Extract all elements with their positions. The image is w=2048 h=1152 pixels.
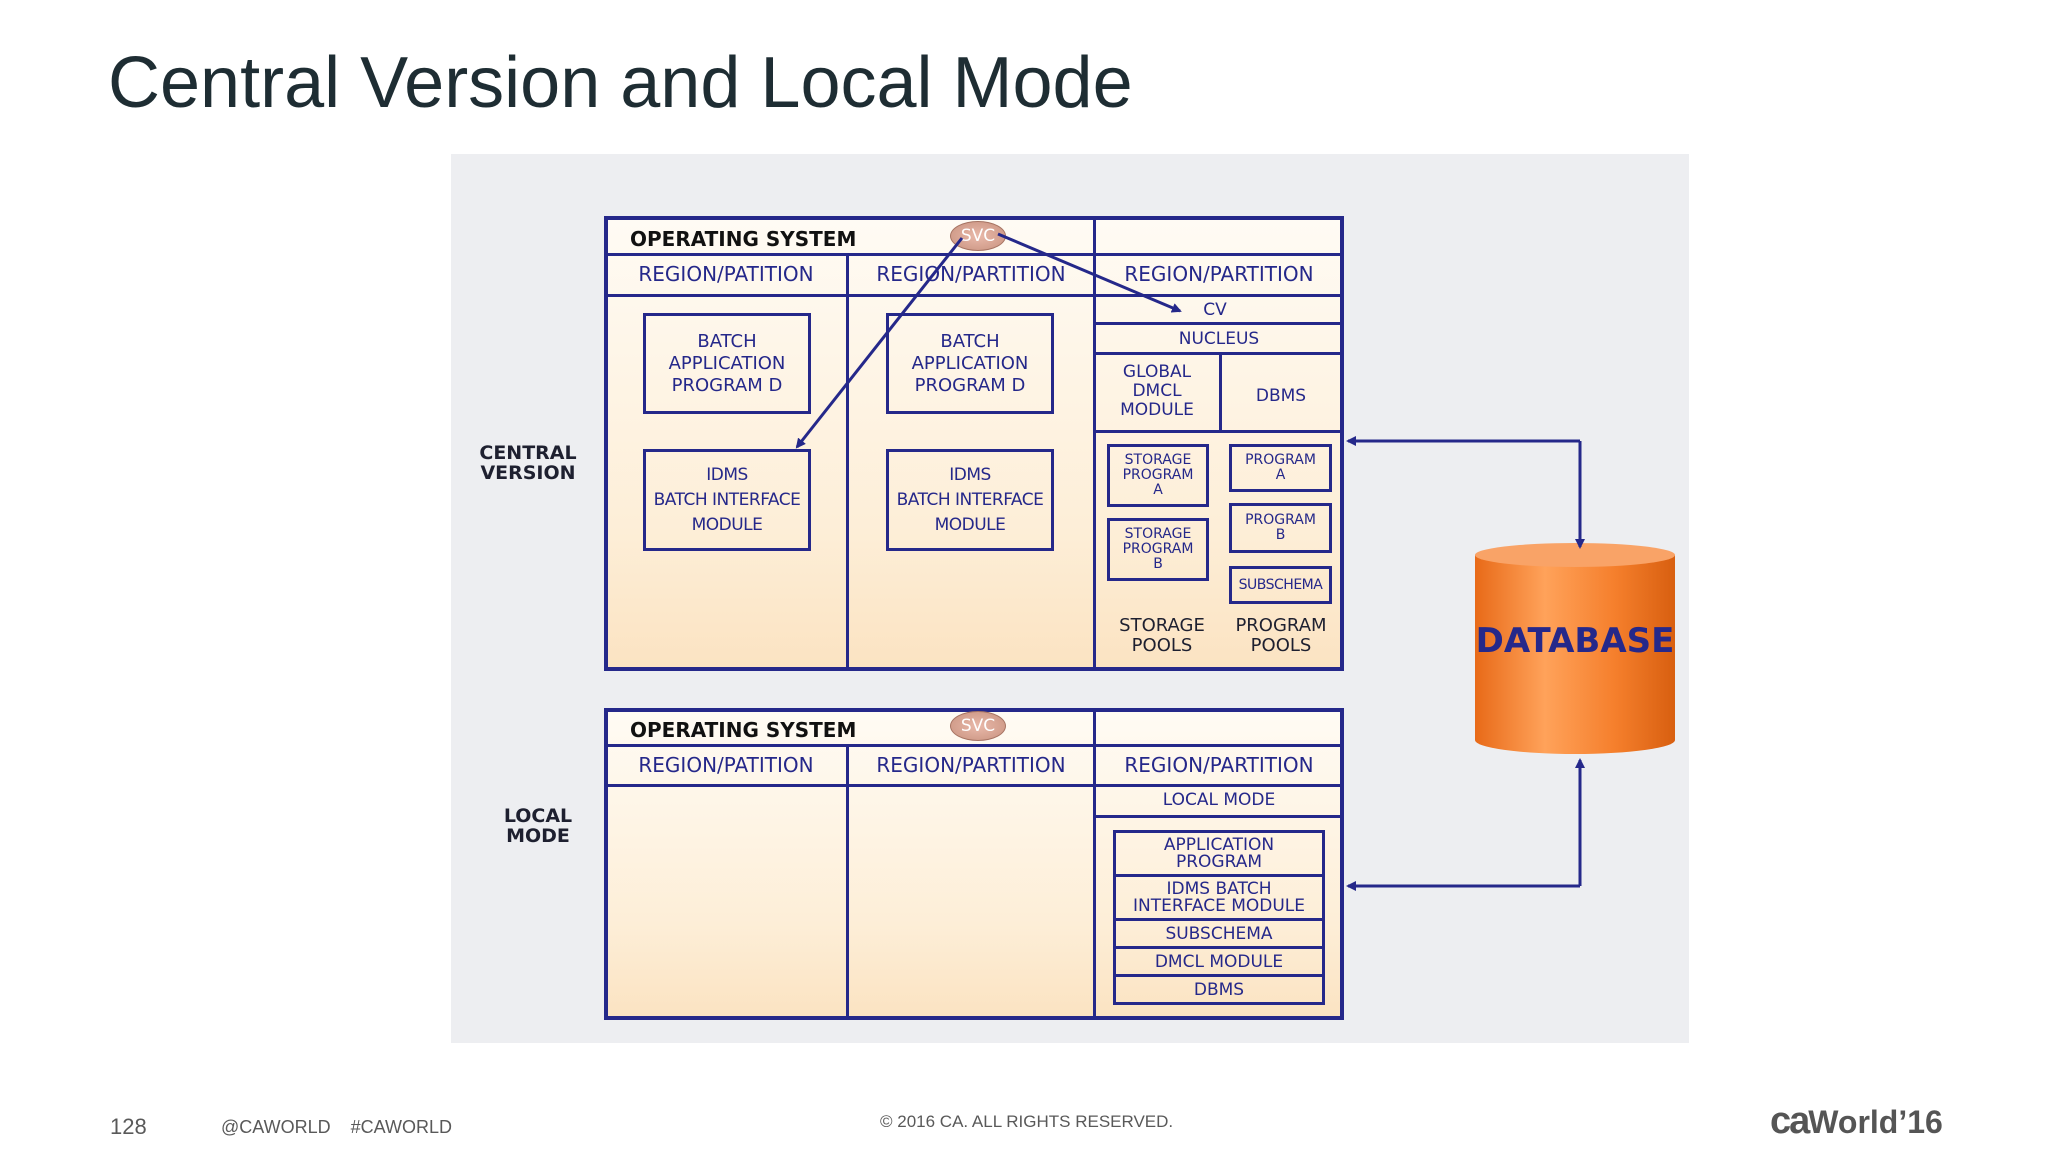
local-dbms: DBMS xyxy=(1193,979,1245,1000)
local-header-divider xyxy=(606,784,1342,787)
local-col2-header: REGION/PARTITION xyxy=(876,753,1066,777)
central-storage-program-a-box: STORAGE PROGRAM A xyxy=(1107,444,1209,507)
database-label: DATABASE xyxy=(1475,621,1675,661)
database-cylinder xyxy=(1475,543,1675,754)
page-number: 128 xyxy=(110,1114,147,1139)
central-version-panel xyxy=(604,216,1344,671)
local-col-divider-1 xyxy=(846,744,849,1018)
central-idms-box-2: IDMS BATCH INTERFACE MODULE xyxy=(886,449,1054,551)
central-col1-header: REGION/PATITION xyxy=(638,262,814,286)
local-application-program: APPLICATION PROGRAM xyxy=(1116,833,1322,877)
local-col-divider-2 xyxy=(1093,710,1096,1018)
logo-year: ’16 xyxy=(1898,1104,1943,1140)
local-svc-oval: SVC xyxy=(950,711,1006,741)
caworld-logo: caWorld’16 xyxy=(1770,1100,1943,1143)
central-nucleus-label: NUCLEUS xyxy=(1178,329,1260,349)
central-batch-app-box-2: BATCH APPLICATION PROGRAM D xyxy=(886,313,1054,414)
central-svc-oval: SVC xyxy=(950,221,1006,251)
local-subschema: SUBSCHEMA xyxy=(1116,921,1322,949)
local-mode-panel xyxy=(604,708,1344,1020)
central-program-a-box: PROGRAM A xyxy=(1229,444,1332,492)
central-program-pools-label: PROGRAM POOLS xyxy=(1235,615,1327,656)
local-mode-divider xyxy=(1095,815,1342,818)
local-mode-side-label: LOCAL MODE xyxy=(503,805,573,847)
central-version-side-label: CENTRAL VERSION xyxy=(479,442,577,484)
central-col-divider-2 xyxy=(1093,218,1096,669)
social-tags: @CAWORLD #CAWORLD xyxy=(221,1117,452,1137)
central-dmcl-dbms-divider xyxy=(1219,354,1222,430)
local-col3-header: REGION/PARTITION xyxy=(1124,753,1314,777)
central-os-label: OPERATING SYSTEM xyxy=(630,227,857,251)
central-header-divider xyxy=(606,294,1342,297)
central-program-b-box: PROGRAM B xyxy=(1229,503,1332,553)
central-global-dmcl-label: GLOBAL DMCL MODULE xyxy=(1120,362,1194,420)
central-storage-pools-label: STORAGE POOLS xyxy=(1119,615,1205,656)
local-col1-header: REGION/PATITION xyxy=(638,753,814,777)
central-subschema-box: SUBSCHEMA xyxy=(1229,566,1332,604)
central-os-divider xyxy=(606,253,1342,256)
copyright: © 2016 CA. ALL RIGHTS RESERVED. xyxy=(880,1112,1174,1131)
central-storage-program-b-box: STORAGE PROGRAM B xyxy=(1107,518,1209,581)
central-dbms-divider xyxy=(1095,430,1342,433)
central-cv-label: CV xyxy=(1203,300,1227,320)
central-batch-app-box-1: BATCH APPLICATION PROGRAM D xyxy=(643,313,811,414)
central-dbms-label: DBMS xyxy=(1255,386,1307,406)
local-os-label: OPERATING SYSTEM xyxy=(630,718,857,742)
local-os-divider xyxy=(606,744,1342,747)
slide-title: Central Version and Local Mode xyxy=(108,43,1133,123)
central-col3-header: REGION/PARTITION xyxy=(1124,262,1314,286)
local-dmcl-module: DMCL MODULE xyxy=(1116,949,1322,977)
central-idms-box-1: IDMS BATCH INTERFACE MODULE xyxy=(643,449,811,551)
local-mode-label: LOCAL MODE xyxy=(1162,790,1276,810)
local-idms-batch-interface: IDMS BATCH INTERFACE MODULE xyxy=(1116,877,1322,921)
central-col2-header: REGION/PARTITION xyxy=(876,262,1066,286)
central-nucleus-divider xyxy=(1095,352,1342,355)
logo-name: World xyxy=(1808,1104,1899,1140)
central-cv-divider xyxy=(1095,322,1342,325)
local-program-stack: APPLICATION PROGRAM IDMS BATCH INTERFACE… xyxy=(1113,830,1325,1005)
central-col-divider-1 xyxy=(846,253,849,669)
logo-prefix: ca xyxy=(1770,1100,1810,1142)
